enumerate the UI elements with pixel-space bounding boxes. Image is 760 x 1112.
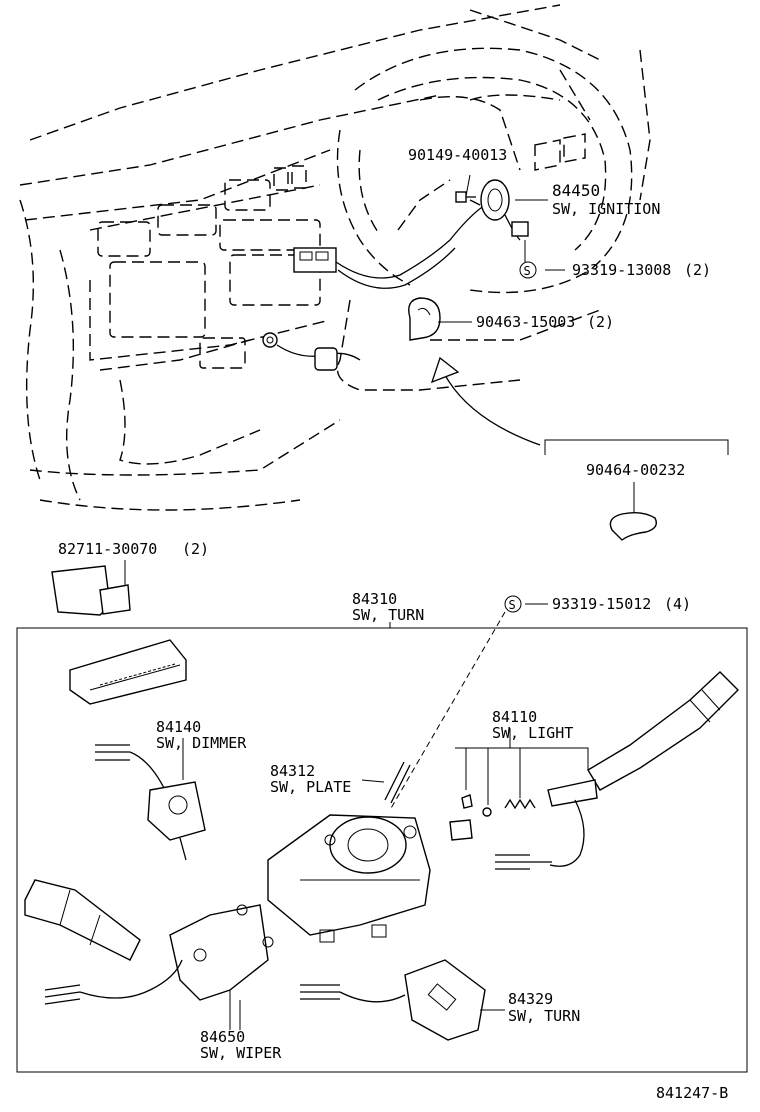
part-number-84110: 84110: [492, 708, 537, 726]
part-qty-90463: (2): [587, 313, 614, 331]
part-number-84329: 84329: [508, 990, 553, 1008]
combination-switch-box: [16, 627, 748, 1073]
part-name-84329: SW, TURN: [508, 1007, 580, 1025]
part-qty-93319-13008: (2): [684, 261, 711, 279]
light-switch-spring-icon: [449, 794, 536, 841]
part-number-84140: 84140: [156, 718, 201, 736]
part-name-84450: SW, IGNITION: [552, 200, 660, 218]
part-number-90149: 90149-40013: [408, 146, 507, 164]
dimmer-switch-icon: [95, 744, 206, 861]
view-arrow: [444, 374, 541, 446]
part-name-84110: SW, LIGHT: [492, 724, 573, 742]
connector-block-icon: [69, 639, 187, 705]
plate-icon: [384, 761, 405, 801]
turn-switch-body-icon: [267, 814, 431, 943]
svg-text:S: S: [509, 598, 516, 612]
part-number-84650: 84650: [200, 1028, 245, 1046]
key-cylinder-icon: [262, 332, 361, 371]
light-switch-icon: [495, 671, 739, 870]
figure-id: 841247-B: [656, 1084, 728, 1102]
part-number-84312: 84312: [270, 762, 315, 780]
part-name-84650: SW, WIPER: [200, 1044, 282, 1062]
ignition-harness: [335, 204, 486, 279]
turn-switch-small-icon: [300, 959, 486, 1041]
part-number-90463: 90463-15003: [476, 313, 575, 331]
part-name-84140: SW, DIMMER: [156, 734, 247, 752]
part-number-93319-13008: 93319-13008: [572, 261, 671, 279]
special-symbol-icon: S: [504, 595, 522, 613]
part-number-82711: 82711-30070: [58, 540, 157, 558]
part-number-90464: 90464-00232: [586, 461, 685, 479]
screw-icon: [455, 191, 476, 203]
ignition-switch-icon: [469, 179, 529, 241]
part-qty-93319-15012: (4): [664, 595, 691, 613]
part-qty-82711: (2): [182, 540, 209, 558]
wiper-switch-icon: [24, 879, 274, 1030]
part-name-84310: SW, TURN: [352, 606, 424, 624]
wire-clip-icon: [609, 511, 658, 541]
harness-clip-icon: [51, 565, 131, 616]
part-number-84310: 84310: [352, 590, 397, 608]
part-number-84450: 84450: [552, 181, 600, 200]
dashboard-outline: [19, 4, 651, 511]
part-name-84312: SW, PLATE: [270, 778, 351, 796]
svg-text:S: S: [524, 264, 531, 278]
clamp-icon: [408, 297, 441, 341]
dash-connector-icon: [293, 247, 337, 273]
part-number-93319-15012: 93319-15012: [552, 595, 651, 613]
special-symbol-icon: S: [519, 261, 537, 279]
